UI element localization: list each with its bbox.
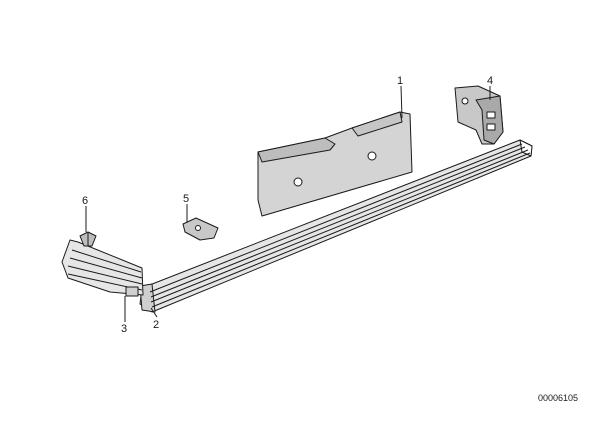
document-number: 00006105	[538, 393, 578, 403]
license-plate-panel	[257, 111, 413, 217]
callout-3: 3	[121, 323, 127, 335]
callout-6: 6	[82, 195, 88, 207]
screw-part	[79, 231, 97, 247]
leader-lines	[85, 85, 491, 322]
bumper-strip	[139, 139, 533, 313]
clip-part	[182, 217, 219, 241]
right-bracket	[454, 85, 504, 145]
left-corner-trim	[61, 239, 144, 297]
callout-4: 4	[487, 75, 493, 87]
callout-2: 2	[153, 319, 159, 331]
callout-5: 5	[183, 193, 189, 205]
callout-1: 1	[397, 75, 403, 87]
